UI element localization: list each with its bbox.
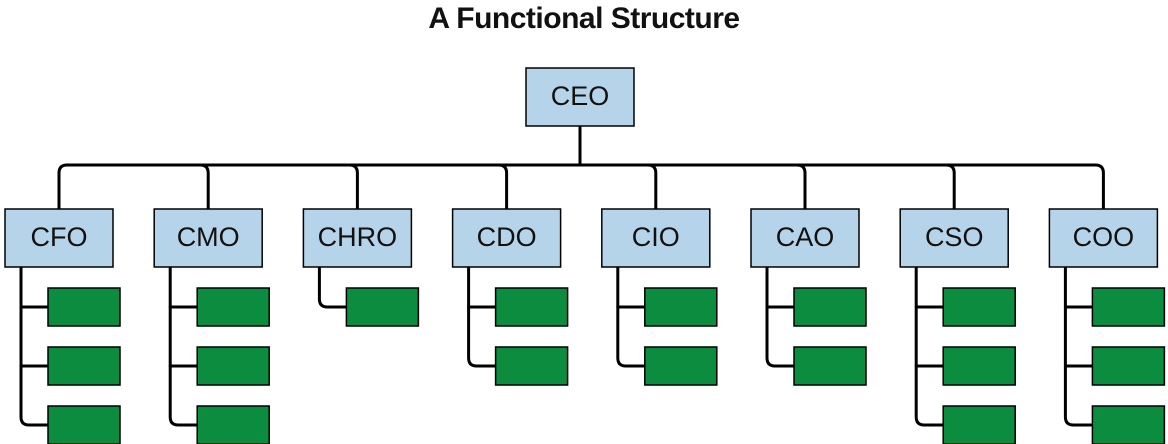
executive-connector bbox=[944, 163, 956, 211]
executive-label-cso: CSO bbox=[925, 222, 984, 252]
unit-trunk-cso bbox=[914, 265, 945, 427]
unit-box-cfo bbox=[47, 287, 121, 327]
executive-box-cmo bbox=[153, 208, 263, 268]
unit-trunk-cao bbox=[765, 265, 796, 368]
executive-label-cao: CAO bbox=[776, 222, 835, 252]
executive-connector bbox=[795, 163, 807, 211]
unit-box-cmo bbox=[196, 405, 270, 444]
boxes: CEO CFO CMO CHRO CDO CIO CAO CSO COO bbox=[4, 67, 1166, 444]
unit-box-coo bbox=[1091, 346, 1166, 386]
unit-box-cao bbox=[793, 346, 867, 386]
unit-trunk-coo bbox=[1063, 265, 1094, 427]
diagram-title: A Functional Structure bbox=[428, 2, 740, 35]
unit-box-chro bbox=[345, 287, 420, 327]
unit-box-cso bbox=[942, 287, 1016, 327]
executive-connector bbox=[347, 163, 359, 211]
unit-box-cio bbox=[644, 346, 718, 386]
executive-connector bbox=[497, 163, 509, 211]
executive-label-chro: CHRO bbox=[318, 222, 398, 252]
executive-box-coo bbox=[1048, 208, 1159, 268]
executive-connector bbox=[198, 163, 210, 211]
executive-box-cso bbox=[899, 208, 1009, 268]
unit-box-cmo bbox=[196, 346, 270, 386]
executive-label-cio: CIO bbox=[632, 222, 680, 252]
ceo-label: CEO bbox=[551, 81, 610, 111]
unit-box-coo bbox=[1091, 405, 1166, 444]
executive-label-cfo: CFO bbox=[31, 222, 88, 252]
unit-box-cdo bbox=[494, 287, 569, 327]
executive-box-cao bbox=[750, 208, 860, 268]
connector-lines bbox=[19, 124, 1105, 427]
unit-box-cso bbox=[942, 405, 1016, 444]
unit-box-cio bbox=[644, 287, 718, 327]
executive-box-chro bbox=[302, 208, 413, 268]
executive-label-cmo: CMO bbox=[177, 222, 240, 252]
unit-box-cfo bbox=[47, 346, 121, 386]
executive-box-cio bbox=[601, 208, 711, 268]
unit-box-cdo bbox=[494, 346, 569, 386]
unit-trunk-cfo bbox=[19, 265, 50, 427]
executive-bus-line bbox=[57, 163, 1105, 211]
unit-trunk-cdo bbox=[467, 265, 498, 368]
unit-box-cao bbox=[793, 287, 867, 327]
unit-trunk-cio bbox=[616, 265, 647, 368]
unit-trunk-chro bbox=[317, 265, 348, 309]
ceo-box bbox=[525, 67, 635, 127]
unit-box-cfo bbox=[47, 405, 121, 444]
executive-box-cdo bbox=[451, 208, 562, 268]
unit-box-cmo bbox=[196, 287, 270, 327]
unit-box-cso bbox=[942, 346, 1016, 386]
unit-box-coo bbox=[1091, 287, 1166, 327]
executive-label-cdo: CDO bbox=[477, 222, 537, 252]
executive-connector bbox=[646, 163, 658, 211]
executive-label-coo: COO bbox=[1073, 222, 1135, 252]
executive-box-cfo bbox=[4, 208, 114, 268]
unit-trunk-cmo bbox=[168, 265, 199, 427]
